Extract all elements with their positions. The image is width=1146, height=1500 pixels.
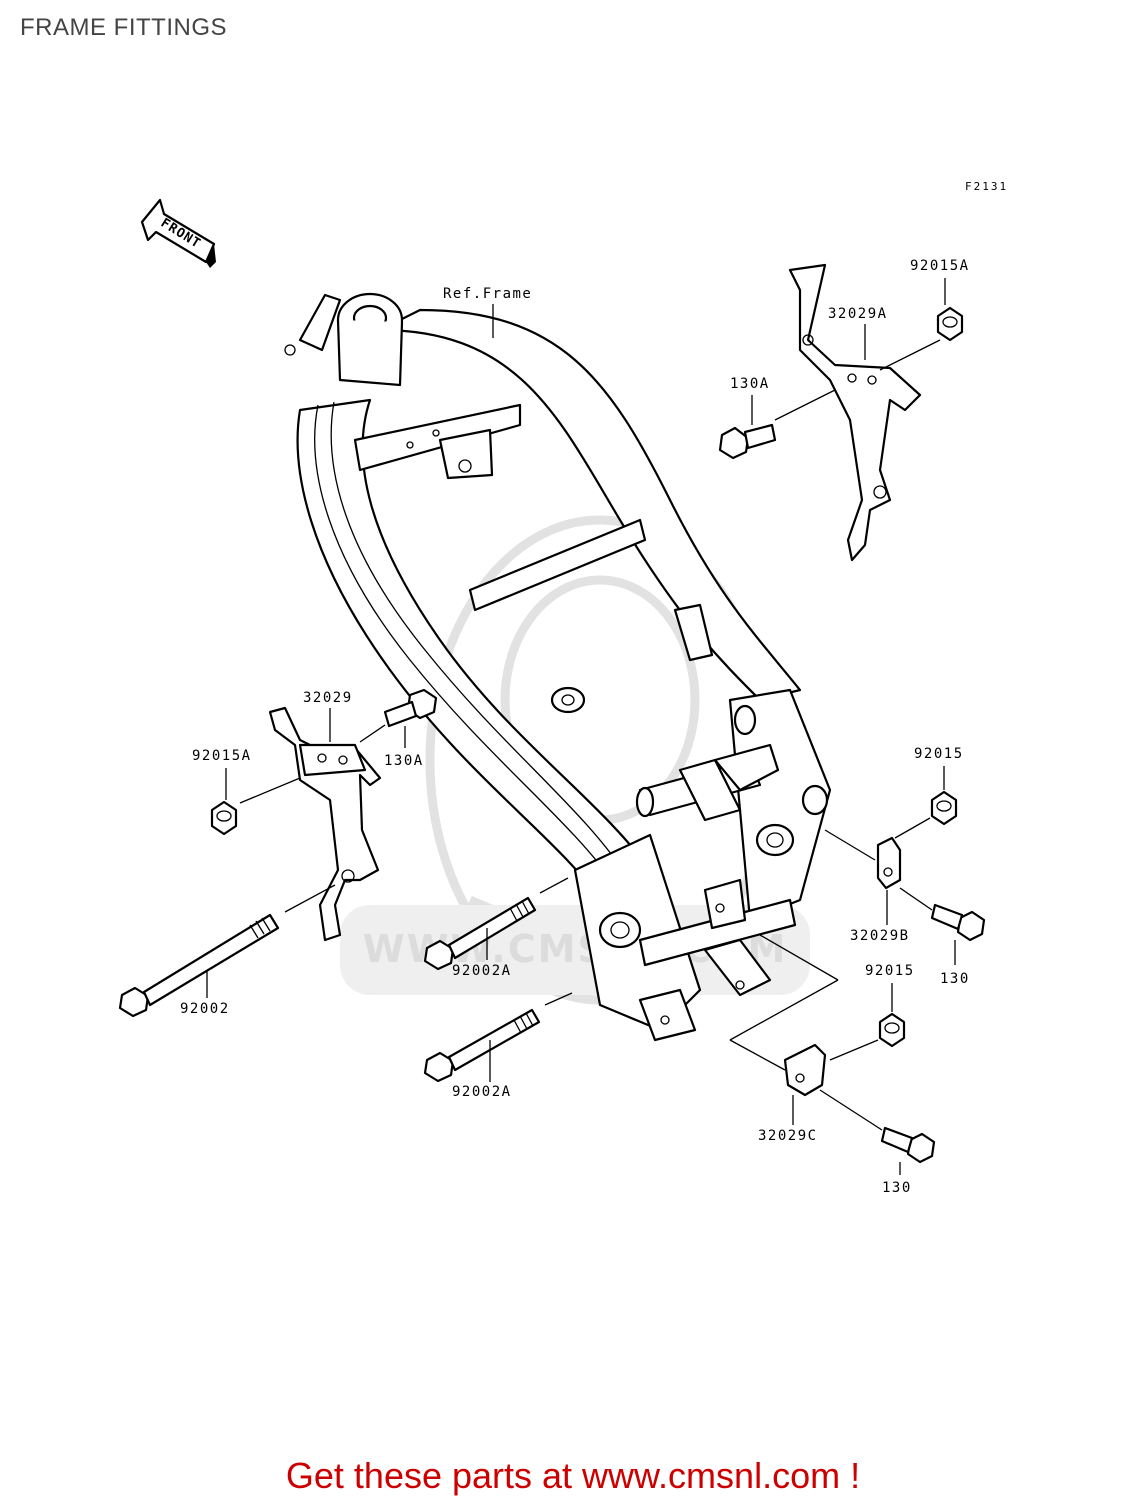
label-130-lower[interactable]: 130 [882,1180,912,1196]
label-92002[interactable]: 92002 [180,1001,230,1017]
bracket-32029a [788,263,922,562]
nut-92015-lower-icon [878,1012,906,1048]
bolt-92002a-upper-icon [423,896,537,971]
figure-code: F2131 [965,180,1008,193]
label-92015-lower[interactable]: 92015 [865,963,915,979]
label-92015-upper[interactable]: 92015 [914,746,964,762]
parts-diagram: WWW.CMSNL.COM F2131 FRONT [118,180,1008,1196]
plate-32029b [876,836,902,890]
bracket-32029 [268,706,382,942]
label-92002a-lower[interactable]: 92002A [452,1084,512,1100]
bolt-130-upper-icon [930,903,986,942]
label-32029b[interactable]: 32029B [850,928,910,944]
label-92015a-top[interactable]: 92015A [910,258,970,274]
plate-32029c [783,1043,827,1097]
bolt-130a-left-icon [383,688,438,728]
nut-92015-upper-icon [930,790,958,826]
bolt-92002a-lower-icon [423,1008,541,1083]
nut-92015a-left-icon [210,800,238,836]
label-92015a-left[interactable]: 92015A [192,748,252,764]
label-32029c[interactable]: 32029C [758,1128,818,1144]
label-130a-top[interactable]: 130A [730,376,770,392]
label-130a-left[interactable]: 130A [384,753,424,769]
bolt-130a-top-icon [718,423,777,460]
label-32029[interactable]: 32029 [303,690,353,706]
bolt-92002-icon [118,913,280,1018]
label-32029a[interactable]: 32029A [828,306,888,322]
bolt-130-lower-icon [880,1126,936,1164]
nut-92015a-top-icon [936,306,964,342]
front-arrow-icon: FRONT [140,198,216,268]
page-title: FRAME FITTINGS [20,14,227,41]
frame-drawing [284,292,832,1042]
footer-link[interactable]: Get these parts at www.cmsnl.com ! [285,1455,861,1496]
label-92002a-upper[interactable]: 92002A [452,963,512,979]
frame-label: Ref.Frame [443,286,532,302]
label-130-upper[interactable]: 130 [940,971,970,987]
